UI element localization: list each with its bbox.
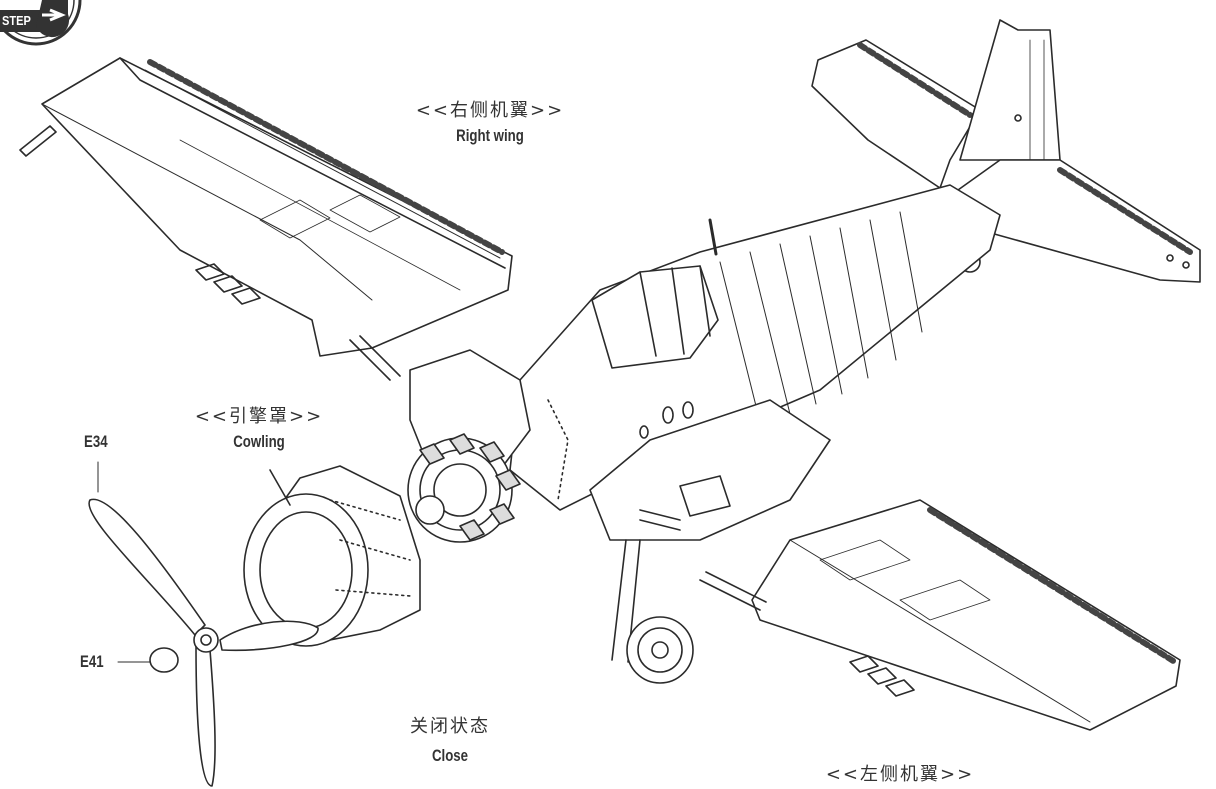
part-e34-label: E34 <box>84 432 108 451</box>
part-e41-label: E41 <box>80 652 104 671</box>
state-label-en: Close <box>431 746 469 765</box>
landing-gear-drawing <box>611 539 694 684</box>
cowling-label: <<引擎罩>> Cowling <box>164 402 354 452</box>
state-label: 关闭状态 Close <box>375 712 525 766</box>
cowling-label-cn: <<引擎罩>> <box>194 406 324 427</box>
cowling-label-en: Cowling <box>233 432 285 451</box>
left-wing-drawing <box>699 499 1181 731</box>
right-wing-label-cn: <<右侧机翼>> <box>415 100 565 121</box>
cowling-drawing <box>243 465 421 647</box>
right-wing-label: <<右侧机翼>> Right wing <box>390 96 590 146</box>
fuselage-drawing <box>509 184 1001 511</box>
tail-drawing <box>811 19 1201 283</box>
right-wing-drawing <box>19 57 513 381</box>
engine-drawing <box>407 349 531 543</box>
state-label-cn: 关闭状态 <box>410 716 490 737</box>
step-badge-icon <box>0 0 82 46</box>
left-wing-label-cn: <<左侧机翼>> <box>825 764 975 785</box>
center-wing-drawing <box>589 399 831 541</box>
step-label: STEP <box>2 13 31 28</box>
right-wing-label-en: Right wing <box>456 126 524 145</box>
step-badge: STEP <box>0 0 84 46</box>
left-wing-label: <<左侧机翼>> <box>800 760 1000 786</box>
propeller-drawing <box>88 461 319 787</box>
